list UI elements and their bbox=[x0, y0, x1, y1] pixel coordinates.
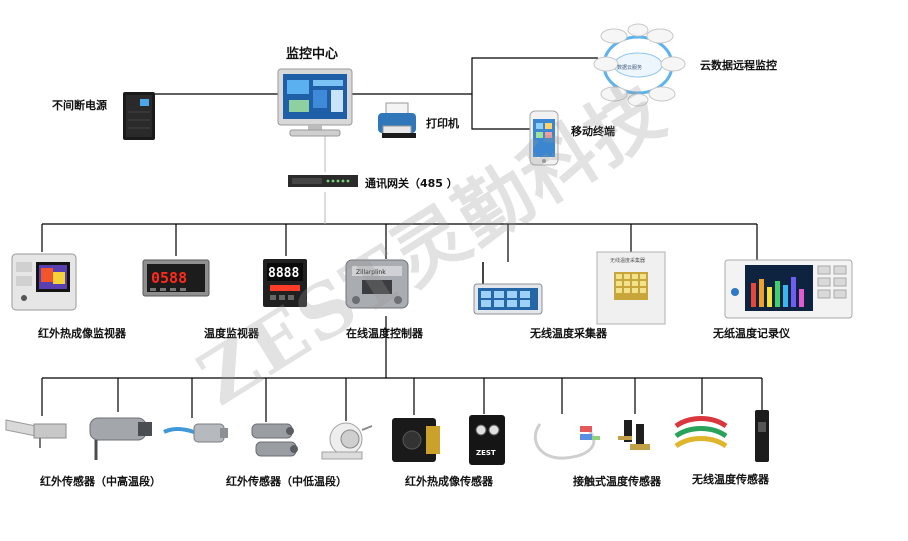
temp-monitor-readout: 0588 bbox=[151, 269, 187, 287]
connector-lines bbox=[41, 57, 763, 422]
line-center-cloud bbox=[350, 57, 598, 95]
contact-sensor-label: 接触式温度传感器 bbox=[573, 475, 661, 488]
ir-mid-low-label: 红外传感器（中低温段） bbox=[226, 475, 347, 488]
paperless-recorder-icon bbox=[724, 259, 853, 319]
wireless-sensor-label: 无线温度传感器 bbox=[692, 473, 769, 486]
collector-panel-title: 无线温度采集器 bbox=[610, 257, 645, 264]
wireless-collector-icon bbox=[473, 262, 543, 315]
ir-sensor-pair-icon bbox=[251, 423, 298, 457]
controller-brand: Zillarplink bbox=[356, 269, 386, 276]
ups-label: 不间断电源 bbox=[52, 99, 107, 112]
contact-sensor-clips-icon bbox=[618, 420, 650, 450]
cloud-diagram-icon bbox=[593, 23, 686, 107]
ups-icon bbox=[123, 92, 155, 140]
collector-cabinet-icon: 无线温度采集器 bbox=[596, 251, 666, 325]
monitor-center-icon bbox=[277, 68, 353, 137]
ir-sensor-cable-icon bbox=[163, 423, 228, 443]
ir-sensor-bracket-icon bbox=[321, 422, 373, 460]
ir-sensor-pen-icon bbox=[5, 419, 67, 448]
thermal-sensor-label: 红外热成像传感器 bbox=[405, 475, 493, 488]
online-controller-label: 在线温度控制器 bbox=[346, 327, 423, 340]
thermal-monitor-label: 红外热成像监视器 bbox=[38, 327, 126, 340]
controller-readout: 8888 bbox=[268, 266, 299, 281]
gateway-label: 通讯网关（485 ） bbox=[365, 177, 458, 190]
gateway-icon bbox=[288, 175, 358, 187]
wireless-collector-label: 无线温度采集器 bbox=[530, 327, 607, 340]
wireless-sensor-bands-icon bbox=[674, 416, 728, 449]
temp-monitor-icon: 0588 bbox=[142, 259, 210, 297]
camera-brand-text: ZEST bbox=[476, 449, 496, 457]
printer-label: 打印机 bbox=[426, 117, 459, 130]
cloud-label: 云数据远程监控 bbox=[700, 59, 777, 72]
ir-sensor-pipe-icon bbox=[89, 417, 152, 460]
printer-icon bbox=[378, 102, 416, 138]
thermal-imaging-sensor-icon bbox=[392, 418, 440, 462]
paperless-recorder-label: 无纸温度记录仪 bbox=[713, 327, 790, 340]
online-controller-icon: 8888 bbox=[263, 259, 307, 307]
contact-sensor-probe-icon bbox=[533, 423, 600, 460]
mobile-phone-icon bbox=[529, 110, 559, 166]
zest-camera-icon: ZEST bbox=[469, 415, 505, 465]
wireless-sensor-stick-icon bbox=[755, 410, 769, 462]
monitor-center-label: 监控中心 bbox=[286, 47, 339, 62]
mobile-label: 移动终端 bbox=[571, 125, 615, 138]
thermal-monitor-icon bbox=[11, 253, 77, 311]
inline-controller-unit-icon: Zillarplink bbox=[345, 259, 409, 309]
line-to-mobile bbox=[471, 94, 530, 130]
ir-mid-high-label: 红外传感器（中高温段） bbox=[40, 475, 161, 488]
cloud-inner-label: 数据云服务 bbox=[617, 65, 643, 71]
temp-monitor-label: 温度监视器 bbox=[204, 327, 259, 340]
